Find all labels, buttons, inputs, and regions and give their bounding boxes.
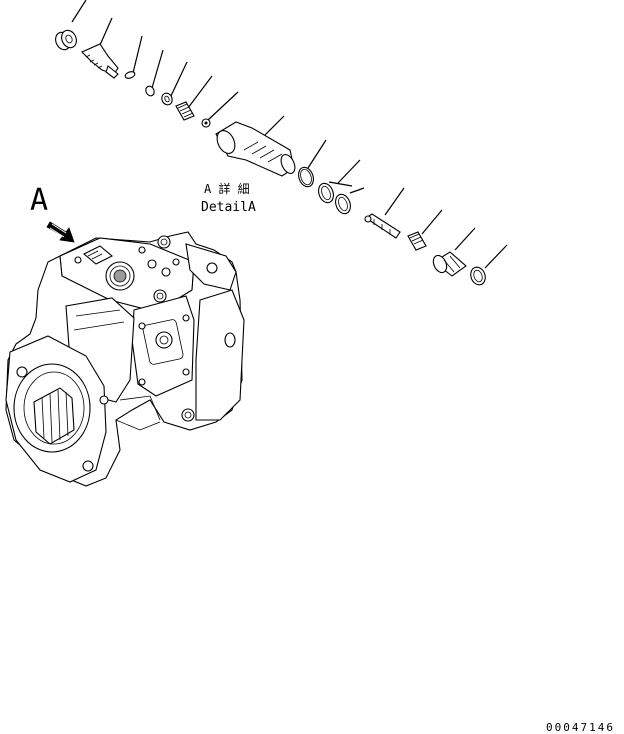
view-label: A bbox=[30, 183, 48, 218]
leader-lines bbox=[71, 0, 508, 269]
part-locknut bbox=[161, 92, 173, 106]
part-spool bbox=[364, 213, 401, 239]
part-adjusting-screw bbox=[81, 43, 119, 79]
part-o-ring-small bbox=[145, 85, 155, 97]
view-arrow-icon bbox=[46, 221, 75, 243]
detail-label-line1: A 詳 細 bbox=[204, 181, 250, 196]
part-seal-ring-1 bbox=[318, 182, 334, 204]
part-seal-ring-2 bbox=[335, 193, 351, 215]
part-sleeve bbox=[432, 251, 467, 277]
part-spring-2 bbox=[407, 231, 427, 251]
part-snap-ring bbox=[470, 266, 486, 286]
drawing-number: 00047146 bbox=[546, 721, 615, 734]
part-nut bbox=[55, 29, 77, 51]
part-valve-body bbox=[215, 121, 296, 177]
pump-assembly bbox=[5, 231, 245, 487]
detail-label-line2: DetailA bbox=[201, 200, 256, 215]
part-o-ring bbox=[298, 166, 314, 188]
part-retaining-ring bbox=[124, 71, 136, 79]
part-spring bbox=[175, 101, 195, 121]
part-plug bbox=[201, 118, 211, 128]
